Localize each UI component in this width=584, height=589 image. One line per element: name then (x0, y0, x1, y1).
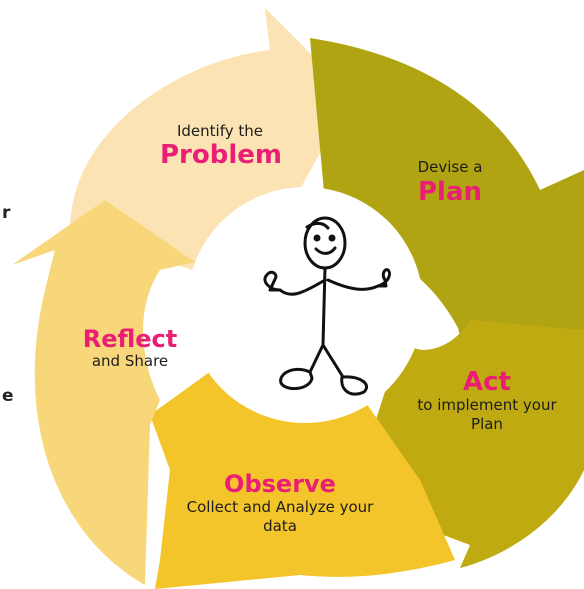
edge-fragment-lower: e (2, 386, 14, 406)
plan-label: Devise a Plan (417, 158, 483, 207)
observe-segment (150, 350, 455, 589)
problem-label: Identify the Problem (160, 122, 282, 170)
plan-segment (310, 38, 584, 375)
edge-fragment-upper: r (2, 203, 11, 223)
observe-label: Observe Collect and Analyze your data (186, 470, 374, 535)
stick-figure (263, 216, 392, 396)
act-label: Act to implement your Plan (417, 367, 557, 433)
reflect-segment (12, 200, 195, 585)
reflect-label: Reflect and Share (82, 325, 178, 370)
center-circle (187, 187, 423, 423)
